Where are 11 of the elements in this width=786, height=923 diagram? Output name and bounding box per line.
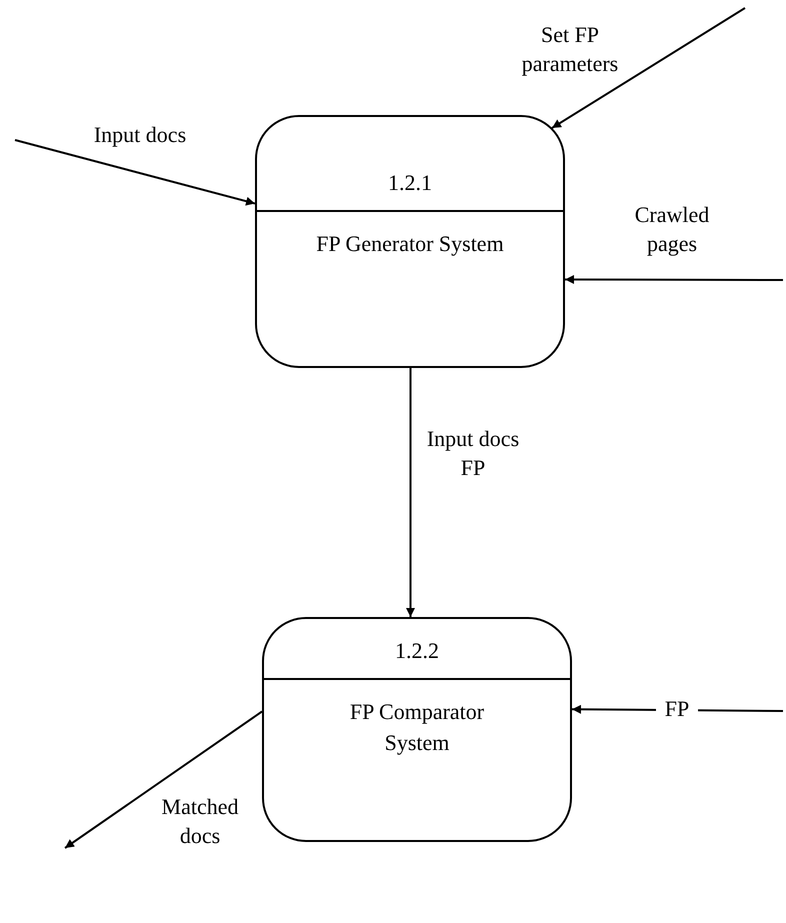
process-number: 1.2.1	[387, 170, 433, 196]
arrow	[565, 274, 783, 284]
arrow	[14, 139, 256, 206]
arrow	[406, 368, 415, 617]
process-name: FP Comparator System	[348, 698, 486, 757]
process-number: 1.2.2	[394, 638, 440, 664]
arrow	[64, 710, 263, 849]
arrow	[551, 7, 746, 129]
process-box	[262, 617, 572, 842]
process-box	[255, 115, 565, 368]
process-name: FP Generator System	[315, 230, 505, 258]
